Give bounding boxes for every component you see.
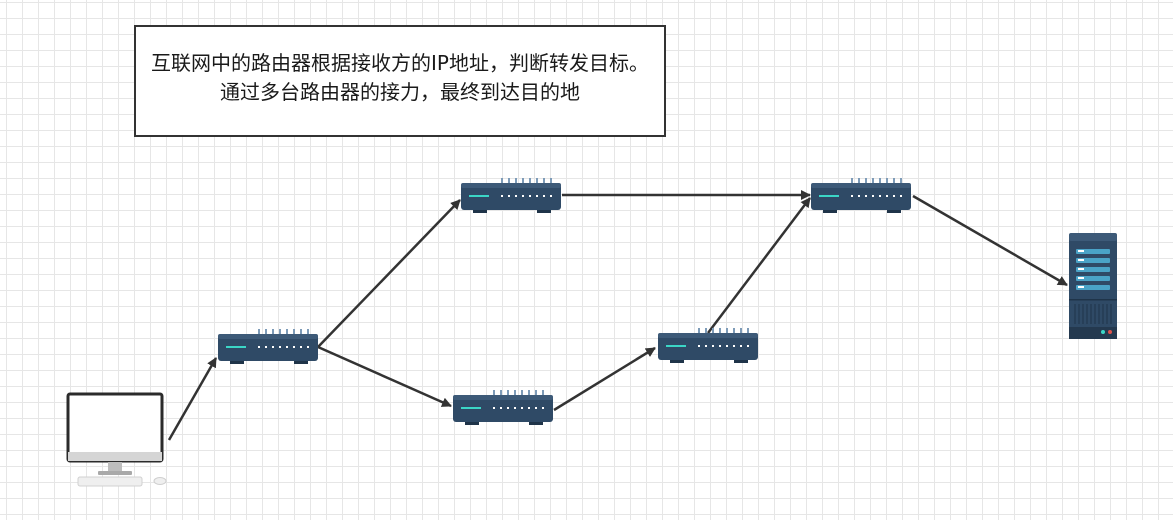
arrow-client-to-router-1 xyxy=(167,357,218,441)
router-icon xyxy=(217,328,319,365)
description-note: 互联网中的路由器根据接收方的IP地址，判断转发目标。通过多台路由器的接力，最终到… xyxy=(134,25,666,137)
router-icon xyxy=(810,177,912,214)
description-text: 互联网中的路由器根据接收方的IP地址，判断转发目标。通过多台路由器的接力，最终到… xyxy=(151,51,649,104)
router-3[interactable] xyxy=(452,389,554,426)
client-computer[interactable] xyxy=(66,392,167,487)
router-1[interactable] xyxy=(217,328,319,365)
destination-server[interactable] xyxy=(1069,233,1117,339)
desktop-computer-icon xyxy=(66,392,167,487)
router-2[interactable] xyxy=(460,177,562,214)
server-icon xyxy=(1069,233,1117,339)
router-icon xyxy=(460,177,562,214)
router-5[interactable] xyxy=(810,177,912,214)
arrow-router-5-to-server xyxy=(912,194,1068,287)
router-icon xyxy=(452,389,554,426)
arrow-router-1-to-router-2 xyxy=(317,199,461,348)
router-4[interactable] xyxy=(657,327,759,364)
arrow-router-3-to-router-4 xyxy=(553,346,656,412)
router-icon xyxy=(657,327,759,364)
arrow-router-4-to-router-5 xyxy=(707,197,811,334)
connections xyxy=(167,190,1068,441)
arrow-router-1-to-router-3 xyxy=(317,345,452,408)
